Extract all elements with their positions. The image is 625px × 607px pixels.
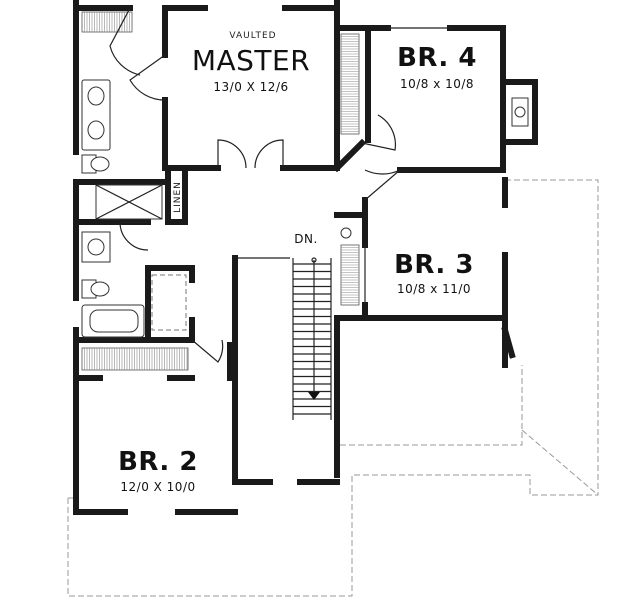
stair-down-arrow	[308, 257, 320, 400]
doors	[109, 7, 450, 363]
closet-shelf	[340, 33, 360, 135]
br4-room-name: BR. 4	[397, 43, 477, 73]
master-room-dimensions: 13/0 X 12/6	[213, 80, 288, 94]
walls	[73, 0, 538, 515]
bath-fixtures	[81, 79, 529, 338]
closet-shelf	[81, 11, 133, 33]
roof-outline	[67, 179, 599, 597]
br3-room-dimensions: 10/8 x 11/0	[397, 282, 471, 296]
closet-shelf	[340, 244, 360, 306]
closet-hatching	[81, 11, 360, 371]
br2-room-name: BR. 2	[118, 447, 198, 477]
br3-room-name: BR. 3	[394, 250, 474, 280]
master-room-name: MASTER	[192, 44, 310, 77]
stairs-down-label: DN.	[294, 232, 318, 246]
closet-shelf	[81, 347, 189, 371]
br4-room-dimensions: 10/8 x 10/8	[400, 77, 474, 91]
linen-closet-label: LINEN	[173, 181, 183, 213]
master-ceiling-note: VAULTED	[229, 31, 276, 41]
staircase	[238, 257, 332, 420]
br2-room-dimensions: 12/0 X 10/0	[120, 480, 195, 494]
